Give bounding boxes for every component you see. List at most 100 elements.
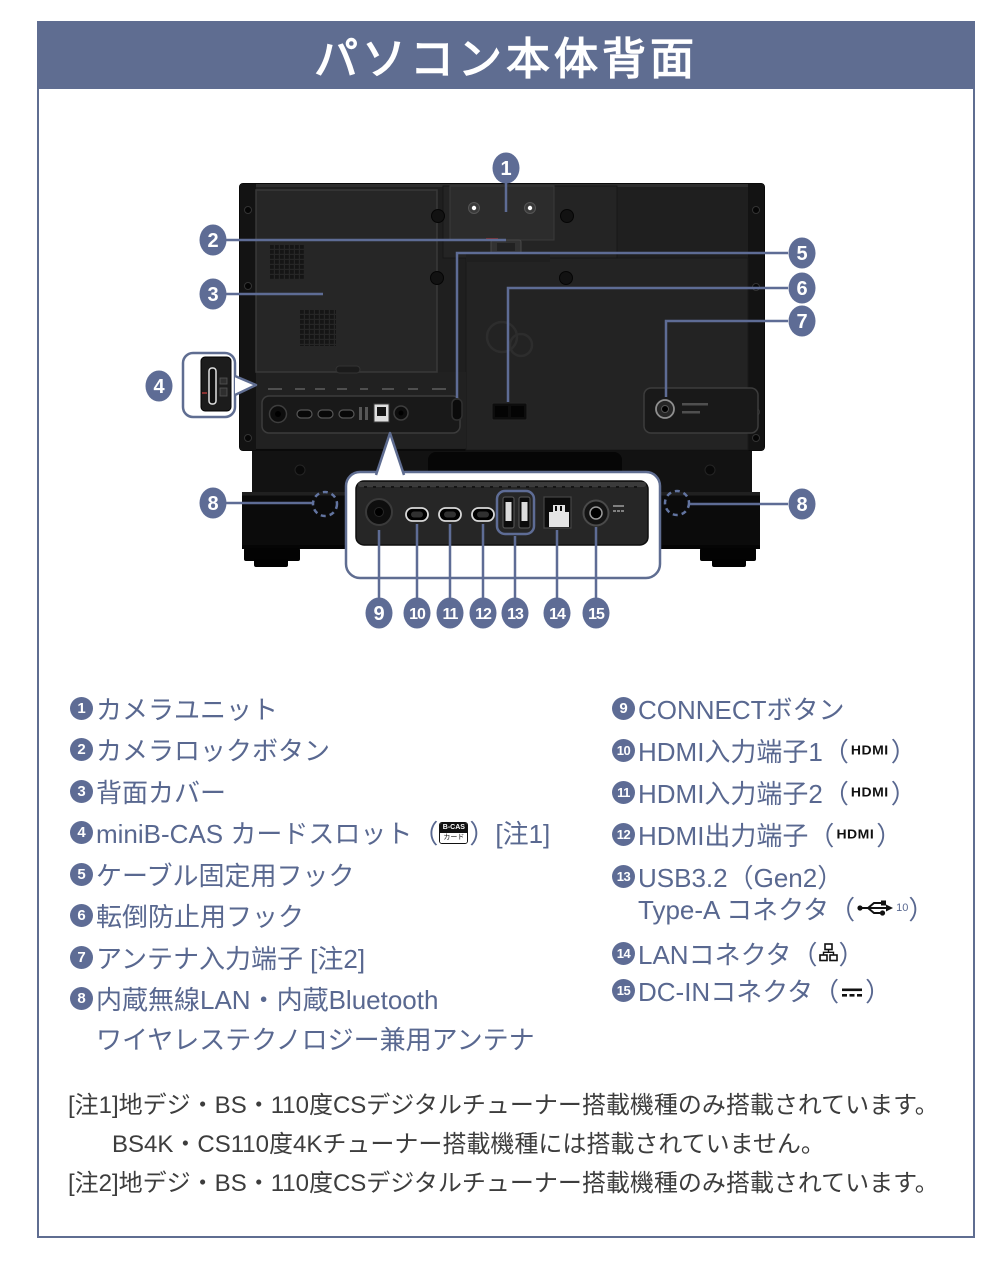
legend-label-suffix: ） bbox=[890, 736, 917, 767]
vent-grid bbox=[300, 310, 336, 346]
callout-number: 4 bbox=[70, 821, 93, 844]
svg-text:7: 7 bbox=[796, 311, 807, 333]
brand-emblem bbox=[485, 320, 534, 358]
antenna-marker-left bbox=[311, 490, 339, 518]
hdmi-port-3 bbox=[471, 507, 495, 522]
legend-label: 内蔵無線LAN・内蔵Bluetooth bbox=[96, 985, 439, 1015]
svg-text:11: 11 bbox=[443, 606, 459, 623]
callout-badge-9: 9 bbox=[365, 597, 393, 629]
svg-text:8: 8 bbox=[207, 493, 218, 515]
anti-tip-hook bbox=[491, 402, 528, 421]
legend-label-suffix: ） bbox=[908, 894, 935, 925]
legend-label: ワイヤレステクノロジー兼用アンテナ bbox=[96, 1024, 535, 1055]
svg-text:13: 13 bbox=[507, 606, 524, 623]
legend-item-14: 14 LANコネクタ（ ） bbox=[612, 937, 972, 970]
legend-item-3: 3 背面カバー bbox=[70, 775, 590, 808]
callout-number: 11 bbox=[612, 780, 635, 804]
camera-unit bbox=[442, 185, 618, 259]
hdmi-port-2 bbox=[438, 507, 462, 522]
pc-body bbox=[239, 183, 765, 451]
bcas-card-slot bbox=[208, 367, 217, 405]
callout-badge-7: 7 bbox=[788, 305, 816, 337]
usb-ports bbox=[495, 489, 536, 536]
dc-symbol-icon bbox=[840, 975, 864, 1006]
svg-text:1: 1 bbox=[500, 158, 511, 180]
callout-number: 2 bbox=[70, 738, 93, 761]
legend-label: カメラユニット bbox=[96, 694, 279, 725]
usb-ss10-icon bbox=[856, 893, 894, 924]
leader-lines bbox=[226, 183, 788, 599]
svg-text:8: 8 bbox=[796, 494, 807, 516]
legend-label-suffix: ）[注1] bbox=[469, 819, 551, 849]
legend-label: 転倒防止用フック bbox=[96, 902, 305, 932]
legend-item-13: 13 USB3.2（Gen2） bbox=[612, 860, 972, 893]
vent-grid bbox=[270, 245, 304, 279]
callout-badge-3: 3 bbox=[199, 278, 227, 310]
antenna-marker-right bbox=[663, 489, 691, 517]
callout-badge-10: 10 bbox=[403, 597, 431, 629]
callout-number: 1 bbox=[70, 696, 93, 720]
connector-closeup-callout bbox=[344, 431, 662, 580]
callout-badge-13: 13 bbox=[501, 597, 529, 629]
callout-badge-12: 12 bbox=[469, 597, 497, 629]
lan-port bbox=[543, 496, 572, 529]
callout-badge-1: 1 bbox=[492, 152, 520, 184]
b-cas-card-icon: B-CAS カード bbox=[439, 821, 469, 844]
footnote-1-line2: BS4K・CS110度4Kチューナー搭載機種には搭載されていません。 bbox=[112, 1131, 825, 1158]
legend-label: カメラロックボタン bbox=[96, 736, 331, 766]
legend-item-9: 9 CONNECTボタン bbox=[612, 692, 972, 725]
hdmi-port-1 bbox=[405, 507, 429, 522]
svg-text:3: 3 bbox=[207, 284, 218, 306]
callout-number: 15 bbox=[612, 978, 635, 1002]
callout-badge-11: 11 bbox=[436, 597, 464, 629]
legend-left-column: 1 カメラユニット 2 カメラロックボタン 3 背面カバー 4 miniB-CA… bbox=[70, 692, 590, 1064]
title-bar: パソコン本体背面 bbox=[37, 21, 975, 89]
callout-number: 10 bbox=[612, 738, 635, 762]
dc-in-port bbox=[582, 499, 624, 527]
svg-text:10: 10 bbox=[409, 606, 426, 623]
legend-item-1: 1 カメラユニット bbox=[70, 692, 590, 725]
footnote-1: [注1]地デジ・BS・110度CSデジタルチューナー搭載機種のみ搭載されています… bbox=[68, 1092, 939, 1119]
bcas-slot-callout bbox=[181, 351, 258, 419]
screws bbox=[430, 209, 574, 285]
legend-item-7: 7 アンテナ入力端子 [注2] bbox=[70, 941, 590, 974]
hdmi-logo-icon: HDMI bbox=[850, 742, 889, 758]
svg-text:9: 9 bbox=[373, 603, 384, 625]
svg-text:2: 2 bbox=[207, 230, 218, 252]
legend-label: HDMI入力端子2（ bbox=[638, 778, 849, 809]
page-title: パソコン本体背面 bbox=[314, 35, 698, 84]
back-cover bbox=[255, 189, 438, 374]
legend-label: アンテナ入力端子 [注2] bbox=[96, 943, 366, 974]
callout-badge-6: 6 bbox=[788, 272, 816, 304]
legend-item-12: 12 HDMI出力端子（ HDMI ） bbox=[612, 818, 972, 851]
svg-text:5: 5 bbox=[796, 243, 807, 265]
hdmi-logo-icon: HDMI bbox=[836, 826, 875, 842]
legend-label: ケーブル固定用フック bbox=[96, 860, 355, 891]
svg-text:14: 14 bbox=[549, 606, 566, 623]
callout-number: 7 bbox=[70, 945, 93, 969]
legend-right-column: 9 CONNECTボタン 10 HDMI入力端子1（ HDMI ） 11 HDM… bbox=[612, 692, 972, 1016]
callout-number: 6 bbox=[70, 904, 93, 927]
legend-item-6: 6 転倒防止用フック bbox=[70, 900, 590, 932]
callout-badge-15: 15 bbox=[582, 597, 610, 629]
pc-rear-diagram: 1 2 3 4 5 6 7 8 8 9 10 1 bbox=[145, 152, 816, 629]
legend-item-8-line2: ワイヤレステクノロジー兼用アンテナ bbox=[70, 1022, 590, 1055]
legend-label: LANコネクタ（ bbox=[638, 939, 818, 970]
footnotes: [注1]地デジ・BS・110度CSデジタルチューナー搭載機種のみ搭載されています… bbox=[68, 1086, 948, 1203]
svg-text:15: 15 bbox=[588, 606, 605, 623]
legend-label-suffix: ） bbox=[865, 976, 892, 1007]
legend-label-suffix: ） bbox=[876, 820, 903, 851]
svg-text:6: 6 bbox=[796, 278, 807, 300]
footnote-2: [注2]地デジ・BS・110度CSデジタルチューナー搭載機種のみ搭載されています… bbox=[68, 1170, 939, 1197]
legend-label: USB3.2（Gen2） bbox=[638, 862, 844, 893]
connect-button bbox=[365, 498, 393, 526]
hdmi-logo-icon: HDMI bbox=[850, 784, 889, 800]
callout-number: 5 bbox=[70, 862, 93, 886]
callout-badge-8-left: 8 bbox=[199, 487, 227, 519]
callout-badge-2: 2 bbox=[199, 224, 227, 256]
callout-badge-8-right: 8 bbox=[788, 488, 816, 520]
legend-item-4: 4 miniB-CAS カードスロット（ B-CAS カード ）[注1] bbox=[70, 817, 590, 849]
legend-label: 背面カバー bbox=[96, 777, 227, 808]
callout-number: 13 bbox=[612, 864, 635, 888]
